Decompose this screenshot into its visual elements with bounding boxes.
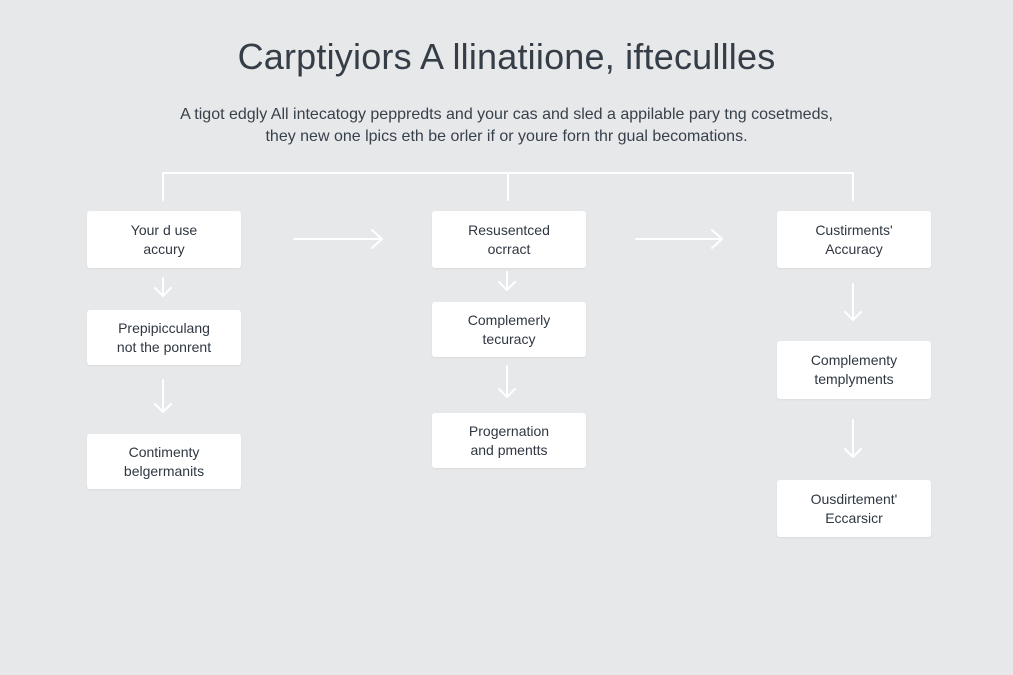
node-contimenty: Contimenty belgermanits: [87, 434, 241, 489]
node-label-line: Complementy: [810, 352, 898, 368]
node-prepipicculang: Prepipicculang not the ponrent: [87, 310, 241, 365]
node-label-line: Resusentced: [468, 221, 550, 238]
node-label-line: Accuracy: [825, 240, 883, 257]
node-complemerly: Complemerly tecuracy: [432, 302, 586, 357]
node-label-line: not the ponrent: [116, 338, 212, 355]
node-progernation: Progernation and pmentts: [432, 413, 586, 468]
top-bracket-line: [162, 172, 854, 201]
arrow-col2-down-1: [498, 271, 516, 291]
node-your-use-accuracy: Your d use accury: [87, 211, 241, 268]
node-label-line: Contimenty: [128, 443, 200, 460]
node-label-line: Complemerly: [467, 311, 551, 328]
arrow-col2-to-col3: [635, 229, 723, 249]
node-label-line: templyments: [814, 371, 894, 387]
diagram-title: Carptiyiors A llinatiione, iftecullles: [237, 36, 776, 77]
node-complementy: Complementy templyments: [777, 341, 931, 399]
arrow-col1-down-1: [154, 277, 172, 297]
node-resusentced: Resusentced ocrract: [432, 211, 586, 268]
node-label-line: Prepipicculang: [118, 319, 210, 336]
node-label-line: Ousdirtement': [810, 490, 898, 507]
diagram-subtitle: A tigot edgly All intecatogy peppredts a…: [0, 104, 1013, 148]
arrow-col1-to-col2: [293, 229, 383, 249]
arrow-col3-down-1: [844, 283, 862, 321]
node-label-line: belgermanits: [123, 462, 205, 479]
node-label-line: accury: [143, 240, 185, 257]
node-ousdirtement: Ousdirtement' Eccarsicr: [777, 480, 931, 537]
node-label-line: tecuracy: [482, 330, 536, 347]
arrow-col1-down-2: [154, 379, 172, 413]
node-label-line: ocrract: [487, 240, 531, 257]
node-label-line: Your d use: [130, 221, 198, 238]
subtitle-line-1: A tigot edgly All intecatogy peppredts a…: [180, 106, 833, 123]
subtitle-line-2: they new one lpics eth be orler if or yo…: [265, 128, 748, 145]
node-label-line: Eccarsicr: [825, 509, 883, 526]
node-label-line: Progernation: [468, 422, 550, 439]
arrow-col3-down-2: [844, 419, 862, 458]
node-custirments-accuracy: Custirments' Accuracy: [777, 211, 931, 268]
node-label-line: Custirments': [815, 221, 893, 238]
arrow-col2-down-2: [498, 365, 516, 398]
node-label-line: and pmentts: [470, 441, 548, 458]
